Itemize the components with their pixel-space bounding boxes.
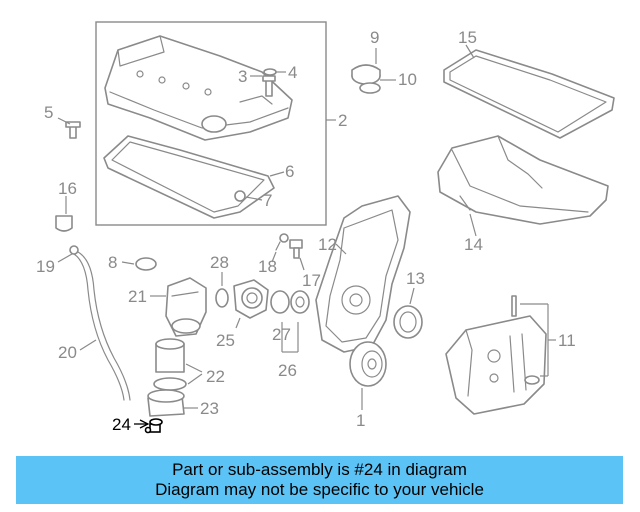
callout-3: 3 [238,67,247,86]
callout-18: 18 [258,257,277,276]
oil-pan [437,135,609,225]
bolt-17 [289,239,303,259]
timing-cover [315,195,411,353]
oil-filler-cap [351,64,381,85]
callout-13: 13 [406,269,425,288]
callout-21: 21 [128,287,147,306]
plug-8 [135,257,157,271]
valve-cover-group-box [95,21,327,226]
parts-diagram: 2 6 7 3 4 5 9 10 15 [36,21,615,434]
callout-20: 20 [58,343,77,362]
oil-filter-element [153,338,187,391]
callout-11: 11 [558,331,576,350]
seal-27b [290,290,310,314]
callout-25: 25 [216,331,235,350]
callout-28: 28 [210,253,229,272]
info-banner: Part or sub-assembly is #24 in diagram D… [16,456,623,504]
callout-26: 26 [278,361,297,380]
callout-19: 19 [36,257,55,276]
callout-23: 23 [200,399,219,418]
callout-24[interactable]: 24 [112,415,131,434]
housing-25 [233,279,269,319]
callout-16: 16 [58,179,77,198]
crank-seal [393,305,423,339]
filler-cap-seal [359,82,381,94]
callout-7: 7 [263,191,272,210]
callout-17: 17 [302,271,321,290]
cover-seal [234,190,246,202]
cover-washer [263,68,277,76]
cooler-stud [511,295,517,317]
callout-27: 27 [272,325,291,344]
callout-4: 4 [288,63,297,82]
callout-5: 5 [44,103,53,122]
callout-2: 2 [338,111,347,130]
callout-12: 12 [318,235,337,254]
oil-filter-cap [147,389,185,417]
dipstick [69,245,131,401]
callout-9: 9 [370,28,379,47]
seal-27a [270,290,290,314]
callout-8: 8 [108,253,117,272]
banner-line-2: Diagram may not be specific to your vehi… [155,480,484,499]
valve-cover [104,35,293,141]
cover-bolt [262,75,276,97]
banner-line-1: Part or sub-assembly is #24 in diagram [172,460,467,479]
callout-15: 15 [458,28,477,47]
oil-filter-housing [165,277,207,337]
callout-1: 1 [356,411,365,430]
oil-pan-gasket [443,49,615,139]
sensor-18 [275,233,289,251]
valve-cover-gasket [103,135,275,219]
bolt-5 [65,121,81,139]
crank-pulley [349,341,387,387]
cooler-seal [524,375,540,385]
drain-plug-24-highlighted[interactable] [144,418,163,434]
callout-10: 10 [398,70,417,89]
callout-6: 6 [285,162,294,181]
o-ring-28 [215,288,229,308]
callout-14: 14 [464,235,483,254]
plug-16 [55,215,73,232]
oil-cooler [445,315,547,415]
callout-22: 22 [206,367,225,386]
